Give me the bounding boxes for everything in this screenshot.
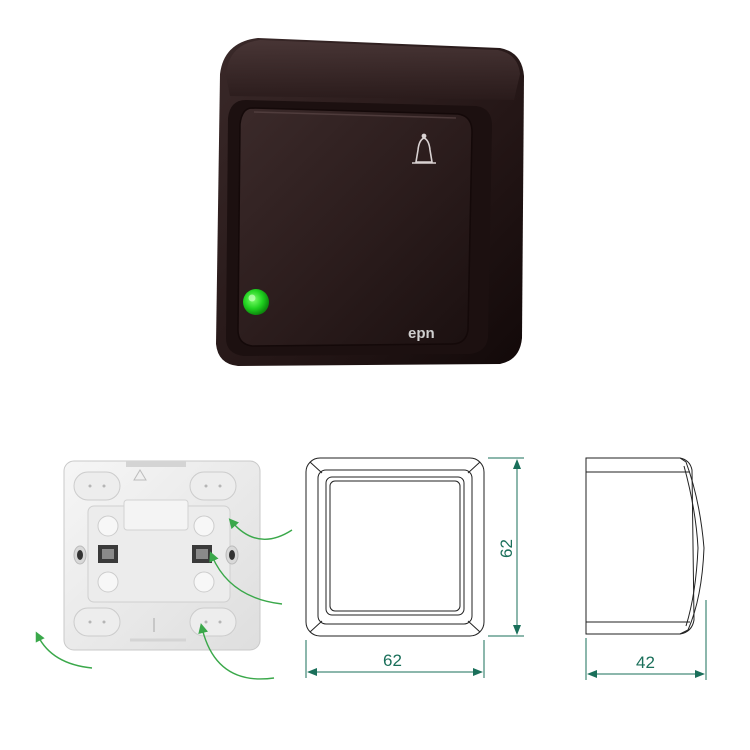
led-indicator [243, 289, 269, 315]
side-depth-label: 42 [636, 653, 655, 672]
front-height-label: 62 [497, 539, 516, 558]
side-dimension-lines [585, 600, 707, 680]
front-width-label: 62 [383, 651, 402, 670]
front-dimension-lines [305, 457, 524, 678]
instruction-arrows [35, 518, 293, 680]
mount-slot [73, 471, 121, 501]
mount-slot [189, 471, 237, 501]
switch-top-surface [226, 40, 520, 100]
bell-icon [412, 133, 436, 164]
arrow [35, 631, 93, 669]
back-view [63, 460, 261, 651]
arrow [198, 623, 275, 680]
arrow [228, 518, 293, 540]
product-photo: epn [216, 38, 524, 366]
rocker-button [237, 107, 473, 347]
mount-slot [189, 607, 237, 637]
arrow [209, 551, 283, 605]
brand-logo: epn [408, 325, 435, 342]
side-drawing [585, 457, 705, 635]
mount-slot [73, 607, 121, 637]
front-drawing [305, 457, 485, 637]
